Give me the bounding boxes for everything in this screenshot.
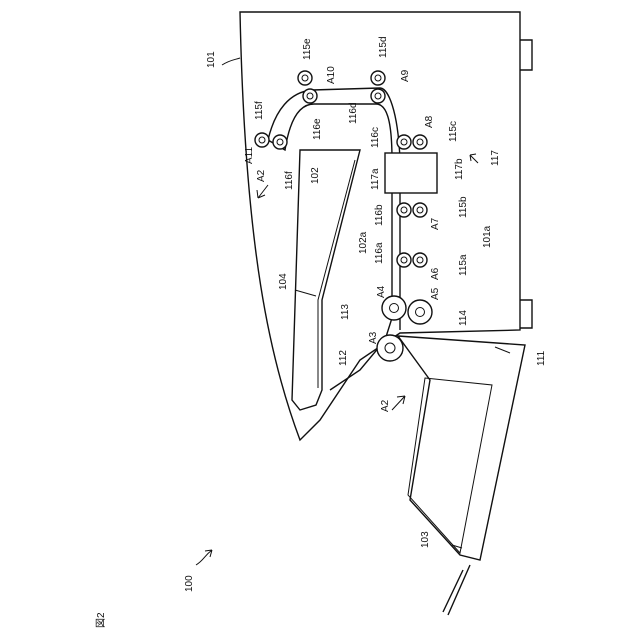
roller-116b	[397, 203, 411, 217]
label-a5: A5	[430, 287, 441, 300]
label-102a: 102a	[358, 231, 369, 254]
label-a6: A6	[430, 267, 441, 280]
label-111: 111	[536, 350, 547, 366]
label-115c: 115c	[448, 121, 459, 142]
label-116a: 116a	[374, 242, 385, 264]
tray-inner	[408, 378, 492, 553]
label-101a: 101a	[482, 225, 493, 248]
label-a8: A8	[424, 115, 435, 128]
label-117a: 117a	[370, 168, 381, 190]
roller-115c	[413, 135, 427, 149]
label-104: 104	[278, 273, 289, 290]
label-103: 103	[420, 531, 431, 548]
leader-101	[222, 58, 240, 65]
roller-114	[408, 300, 432, 324]
arrow-117	[470, 154, 478, 163]
arrow-100	[196, 550, 212, 565]
tray-stand	[443, 565, 470, 615]
label-a10: A10	[326, 66, 337, 84]
roller-112	[377, 335, 403, 361]
label-115a: 115a	[458, 254, 469, 276]
label-116c: 116c	[370, 127, 381, 148]
label-117b: 117b	[454, 158, 465, 180]
label-a4: A4	[376, 285, 387, 298]
label-a2-bottom: A2	[380, 399, 391, 412]
label-114: 114	[458, 310, 469, 326]
label-116f: 116f	[284, 171, 295, 190]
label-a3: A3	[368, 331, 379, 344]
label-117: 117	[490, 150, 501, 166]
tray-outline	[398, 336, 525, 560]
roller-116d	[371, 89, 385, 103]
roller-116a	[397, 253, 411, 267]
arrow-a2-bottom	[392, 396, 405, 410]
arrow-a2-top	[257, 185, 268, 198]
leader-111	[495, 347, 510, 353]
roller-116f	[273, 135, 287, 149]
label-a7: A7	[430, 217, 441, 230]
roller-113	[382, 296, 406, 320]
foot-bottom	[520, 300, 532, 328]
roller-116c	[397, 135, 411, 149]
label-102: 102	[310, 167, 321, 184]
label-115b: 115b	[458, 196, 469, 218]
figure-caption: 図2	[95, 612, 107, 628]
label-116e: 116e	[312, 118, 323, 140]
label-115e: 115e	[302, 38, 313, 60]
leader-104	[295, 290, 316, 296]
label-116d: 116d	[348, 102, 359, 124]
label-100: 100	[184, 575, 195, 592]
label-113: 113	[340, 304, 351, 320]
roller-115d	[371, 71, 385, 85]
roller-115a	[413, 253, 427, 267]
unit-117-box	[385, 153, 437, 193]
foot-top	[520, 40, 532, 70]
label-a2-top: A2	[256, 169, 267, 182]
label-101: 101	[206, 51, 217, 68]
label-a11: A11	[244, 147, 255, 164]
label-116b: 116b	[374, 204, 385, 226]
roller-115b	[413, 203, 427, 217]
label-115d: 115d	[378, 36, 389, 58]
roller-115e	[298, 71, 312, 85]
stack-plate	[292, 150, 360, 410]
roller-115f	[255, 133, 269, 147]
label-a9: A9	[400, 69, 411, 82]
label-115f: 115f	[254, 101, 265, 120]
label-112: 112	[338, 350, 349, 366]
roller-116e	[303, 89, 317, 103]
